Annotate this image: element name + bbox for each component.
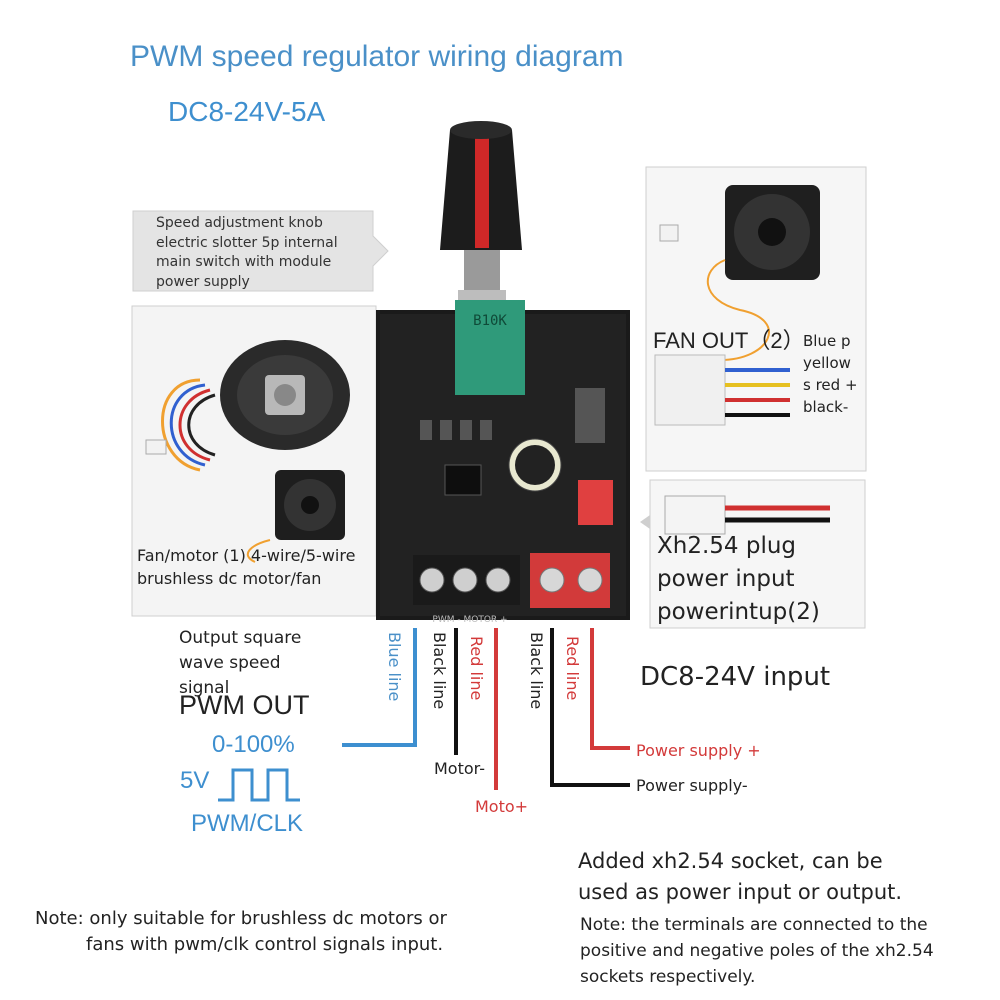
- xh254-label: Xh2.54 plug power input powerintup(2): [657, 533, 820, 625]
- black-line-label-1: Black line: [430, 632, 449, 710]
- dc-input-label: DC8-24V input: [640, 662, 831, 692]
- blue-wire: [342, 628, 417, 747]
- brushless-motor-image: [145, 340, 350, 472]
- fan-out-image: [654, 185, 820, 426]
- voltage-rating: DC8-24V-5A: [168, 96, 326, 127]
- power-minus-label: Power supply-: [636, 776, 748, 795]
- note-left-line: fans with pwm/clk control signals input.: [86, 934, 444, 955]
- fan-motor-label: Fan/motor (1) 4-wire/5-wire brushless dc…: [137, 546, 356, 588]
- note-right: Note: the terminals are connected to the…: [580, 915, 934, 987]
- black-line-label-2: Black line: [527, 632, 546, 710]
- pwm-out-label: PWM OUT: [179, 690, 310, 720]
- motor-plus-label: Moto+: [475, 797, 529, 816]
- small-fan-image-left: [246, 470, 345, 563]
- red-line-label-2: Red line: [563, 636, 582, 701]
- blue-line-label: Blue line: [385, 632, 404, 702]
- added-socket-text: Added xh2.54 socket, can be used as powe…: [578, 849, 903, 904]
- power-plus-wire: [590, 628, 630, 750]
- pwm-range: 0-100%: [212, 731, 295, 758]
- output-signal-label: Output square wave speed signal: [179, 628, 302, 698]
- pcb-board: B10K PWM - MOTOR +: [376, 300, 630, 625]
- pwm-clk: PWM/CLK: [191, 810, 304, 837]
- note-left-line: Note: only suitable for brushless dc mot…: [35, 908, 447, 929]
- fan-out-wires: Blue p yellow s red + black-: [803, 332, 858, 416]
- note-left: Note: only suitable for brushless dc mot…: [35, 906, 505, 958]
- red-line-label-1: Red line: [467, 636, 486, 701]
- xh254-plug-image: [664, 495, 830, 535]
- potentiometer: [455, 300, 525, 395]
- fan-out-title: FAN OUT（2）: [653, 328, 805, 353]
- power-plus-label: Power supply +: [636, 741, 761, 760]
- knob-callout-box: [132, 210, 389, 292]
- knob-callout-text: Speed adjustment knob electric slotter 5…: [156, 215, 338, 290]
- pwm-square-wave: [218, 768, 300, 802]
- motor-minus-label: Motor-: [434, 759, 485, 778]
- board-xh-connector: [578, 480, 613, 525]
- speed-knob-image: [440, 121, 522, 310]
- note-left-text: Note: only suitable for brushless dc mot…: [35, 906, 505, 958]
- pwm-voltage: 5V: [180, 767, 210, 794]
- terminal-silkscreen: PWM - MOTOR +: [432, 615, 507, 625]
- power-minus-wire: [550, 628, 630, 787]
- pot-marking: B10K: [473, 313, 507, 329]
- diagram-title: PWM speed regulator wiring diagram: [130, 40, 624, 73]
